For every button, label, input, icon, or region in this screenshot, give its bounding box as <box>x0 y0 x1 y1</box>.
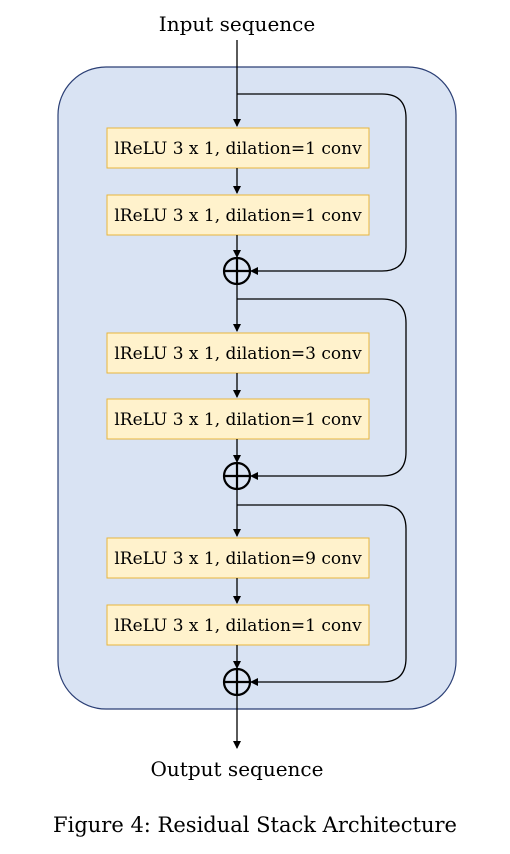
conv-layer-label: lReLU 3 x 1, dilation=1 conv <box>114 139 362 159</box>
sum-node <box>222 256 252 286</box>
conv-layer-label: lReLU 3 x 1, dilation=1 conv <box>114 206 362 226</box>
conv-layer-box <box>106 127 370 169</box>
skip-connection <box>237 298 407 480</box>
conv-layer-label: lReLU 3 x 1, dilation=1 conv <box>114 616 362 636</box>
residual-block: lReLU 3 x 1, dilation=9 conv lReLU 3 x 1,… <box>106 504 407 697</box>
conv-layer-label: lReLU 3 x 1, dilation=9 conv <box>114 549 362 569</box>
conv-layer-box <box>106 332 370 374</box>
conv-layer-label: lReLU 3 x 1, dilation=1 conv <box>114 410 362 430</box>
sum-node <box>222 667 252 697</box>
skip-connection <box>237 504 407 686</box>
conv-layer-box <box>106 398 370 440</box>
residual-block: lReLU 3 x 1, dilation=1 conv lReLU 3 x 1,… <box>106 93 407 286</box>
conv-layer-label: lReLU 3 x 1, dilation=3 conv <box>114 344 362 364</box>
conv-layer-box <box>106 604 370 646</box>
sum-node <box>222 461 252 491</box>
conv-layer-box <box>106 537 370 579</box>
skip-connection <box>237 93 407 275</box>
figure-caption: Figure 4: Residual Stack Architecture <box>53 813 457 837</box>
output-label: Output sequence <box>151 757 324 781</box>
conv-layer-box <box>106 194 370 236</box>
residual-block: lReLU 3 x 1, dilation=3 conv lReLU 3 x 1,… <box>106 298 407 491</box>
input-label: Input sequence <box>159 12 315 36</box>
